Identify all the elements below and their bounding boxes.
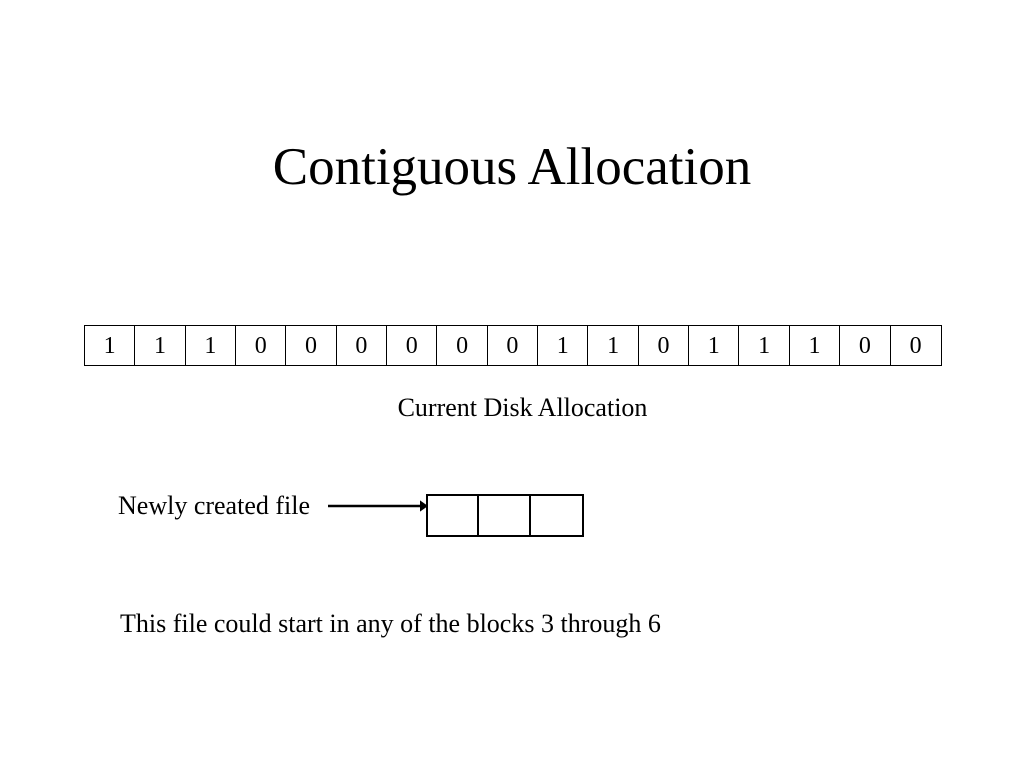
disk-block-3: 0 (236, 326, 287, 365)
footer-note: This file could start in any of the bloc… (120, 609, 661, 638)
new-file-block-1 (479, 496, 531, 535)
new-file-block-2 (531, 496, 582, 535)
disk-block-16: 0 (909, 332, 922, 359)
disk-block-6: 0 (387, 326, 438, 365)
new-file-label: Newly created file (118, 491, 311, 520)
right-arrow-icon (328, 500, 428, 512)
disk-block-2: 1 (186, 326, 237, 365)
disk-block-1: 1 (135, 326, 186, 365)
disk-block-13: 1 (739, 326, 790, 365)
disk-block-14: 1 (790, 326, 841, 365)
disk-block-5: 0 (337, 326, 388, 365)
new-file-block-0 (428, 496, 480, 535)
disk-block-0: 1 (85, 326, 136, 365)
disk-block-8: 0 (488, 326, 539, 365)
new-file-row: Newly created file (0, 490, 1024, 540)
disk-block-12: 1 (689, 326, 740, 365)
disk-block-9: 1 (538, 326, 589, 365)
disk-allocation-caption: Current Disk Allocation (397, 393, 648, 422)
disk-block-7: 0 (437, 326, 488, 365)
disk-block-10: 1 (588, 326, 639, 365)
disk-block-11: 0 (639, 326, 690, 365)
new-file-blocks (426, 494, 584, 537)
disk-block-15: 0 (840, 326, 891, 365)
page-title: Contiguous Allocation (272, 137, 752, 196)
disk-block-4: 0 (286, 326, 337, 365)
